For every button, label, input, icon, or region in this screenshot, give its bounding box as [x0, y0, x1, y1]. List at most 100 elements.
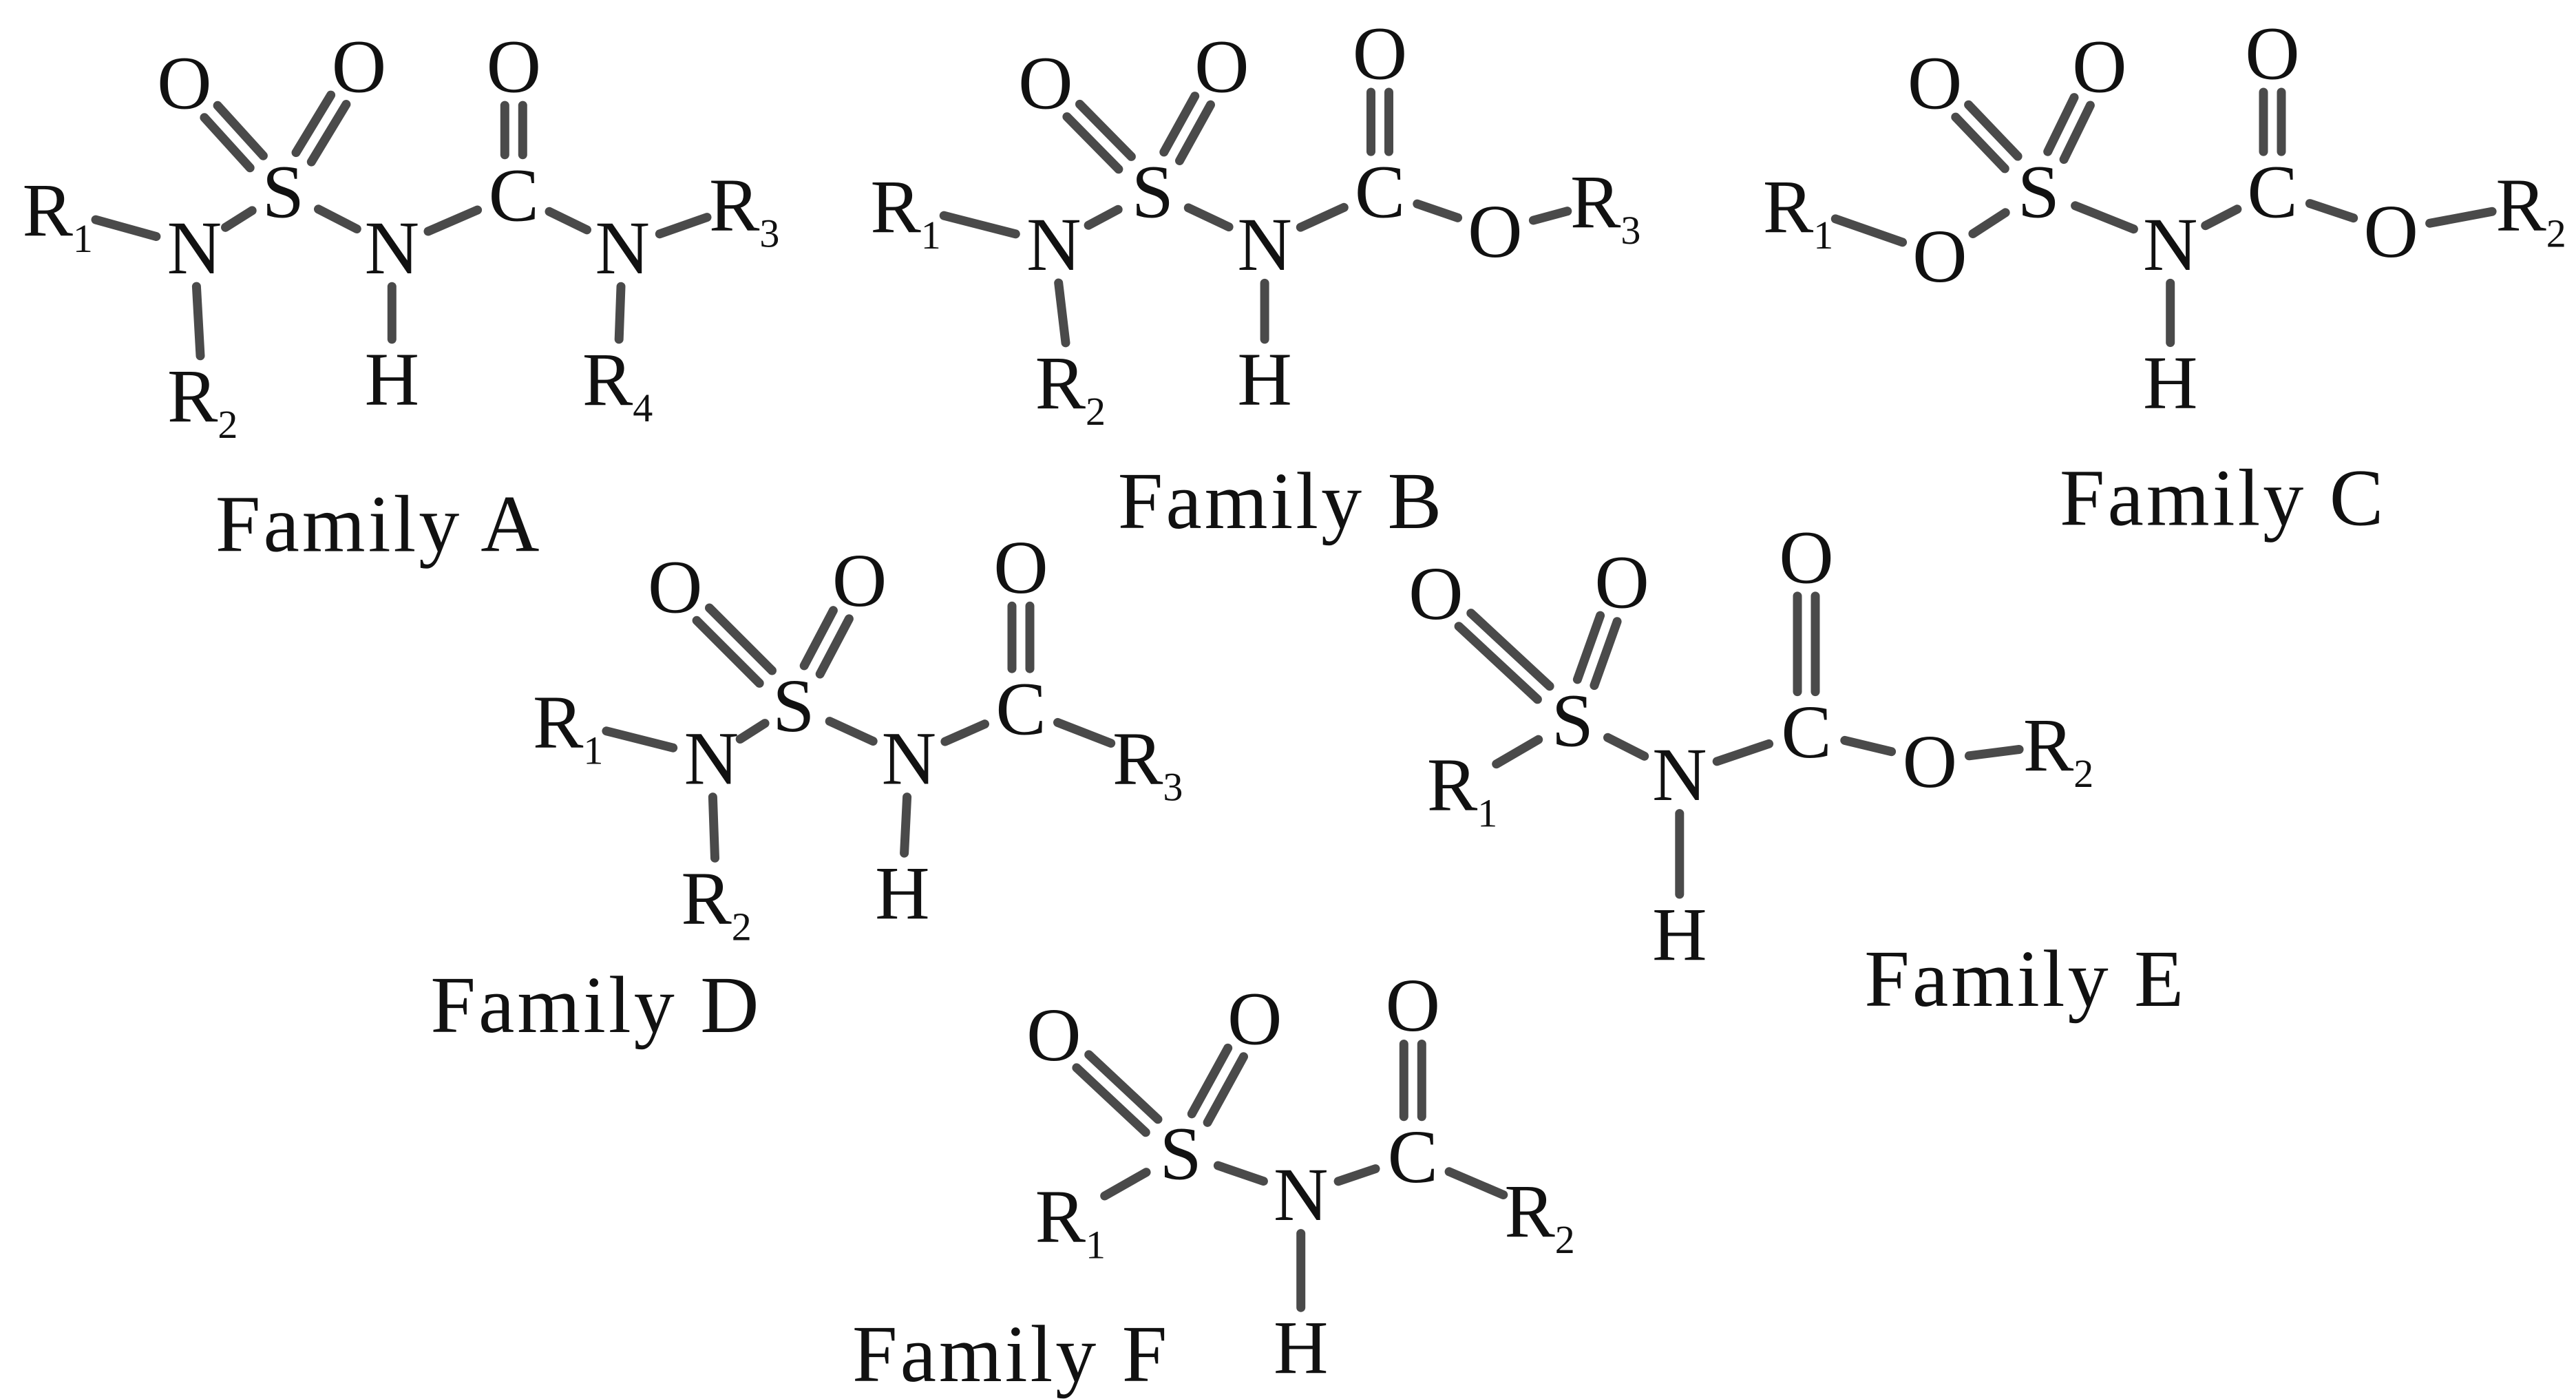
- single-bond-line: [545, 207, 591, 235]
- sulfur-atom-label: S: [1132, 150, 1174, 234]
- single-bond-line: [1968, 208, 2010, 238]
- nitrogen-atom-label: N: [365, 206, 419, 290]
- single-bond-line: [1084, 204, 1123, 230]
- single-bond-line: [939, 211, 1020, 239]
- single-bond-line: [1053, 717, 1116, 748]
- nitrogen-atom-label: N: [167, 206, 222, 290]
- oxygen-atom-label: O: [2072, 25, 2126, 109]
- nitrogen-atom-label: N: [1652, 733, 1707, 817]
- double-bond-line: [1187, 1043, 1233, 1119]
- double-bond-line: [692, 616, 764, 688]
- nitrogen-atom-label: N: [1237, 202, 1291, 286]
- double-bond-line: [1062, 112, 1123, 174]
- oxygen-atom-label: O: [1903, 719, 1957, 803]
- oxygen-atom-label: O: [2245, 12, 2299, 96]
- sulfur-atom-label: S: [262, 150, 304, 234]
- double-bond-line: [1072, 1063, 1150, 1137]
- r2-substituent-label: R2: [681, 856, 751, 949]
- carbon-atom-label: C: [1781, 690, 1831, 774]
- double-bond-line: [1590, 617, 1622, 691]
- single-bond-line: [191, 282, 205, 361]
- double-bond-line: [200, 113, 255, 173]
- subscript-label: 1: [583, 728, 603, 773]
- single-bond-line: [1213, 1161, 1268, 1186]
- single-bond-line: [1492, 735, 1543, 769]
- single-bond-line: [2305, 199, 2358, 223]
- carbon-atom-label: C: [2247, 150, 2297, 234]
- family-e-label: Family E: [1864, 934, 2186, 1024]
- oxygen-atom-label: O: [1594, 540, 1649, 624]
- subscript-label: 4: [633, 386, 653, 430]
- single-bond-line: [655, 213, 712, 239]
- double-bond-line: [2059, 101, 2095, 164]
- r2-substituent-label: R2: [2023, 703, 2093, 796]
- oxygen-atom-label: O: [487, 25, 541, 109]
- hydrogen-atom-label: H: [1274, 1306, 1328, 1390]
- hydrogen-atom-label: H: [1237, 337, 1291, 421]
- oxygen-atom-label: O: [1908, 41, 1962, 125]
- double-bond-line: [306, 100, 351, 167]
- double-bond-line: [291, 90, 336, 158]
- r3-substituent-label: R3: [1112, 716, 1183, 809]
- oxygen-atom-label: O: [993, 525, 1048, 609]
- single-bond-line: [221, 206, 257, 232]
- double-bond-line: [1203, 1052, 1248, 1127]
- double-bond-line: [1466, 609, 1554, 691]
- subscript-label: 1: [1477, 791, 1497, 836]
- double-bond-line: [213, 101, 268, 160]
- oxygen-atom-label: O: [1408, 551, 1463, 635]
- subscript-label: 2: [2546, 211, 2566, 256]
- sulfur-atom-label: S: [2018, 150, 2060, 234]
- subscript-label: 3: [759, 211, 779, 256]
- double-bond-line: [1964, 100, 2023, 161]
- oxygen-atom-label: O: [1018, 41, 1073, 125]
- oxygen-atom-label: O: [1386, 963, 1440, 1047]
- oxygen-atom-label: O: [648, 545, 702, 629]
- single-bond-line: [1964, 745, 2024, 761]
- double-bond-line: [1175, 100, 1215, 165]
- double-bond-line: [799, 606, 838, 671]
- single-bond-line: [735, 719, 770, 744]
- r3-substituent-label: R3: [709, 163, 779, 256]
- oxygen-atom-label: O: [1353, 12, 1407, 96]
- single-bond-line: [1444, 1167, 1508, 1199]
- single-bond-line: [2071, 201, 2138, 234]
- subscript-label: 3: [1620, 208, 1640, 253]
- family-c-label: Family C: [2060, 452, 2387, 543]
- sulfur-atom-label: S: [1160, 1111, 1202, 1195]
- double-bond-line: [815, 614, 854, 679]
- hydrogen-atom-label: H: [365, 337, 419, 421]
- oxygen-atom-label: O: [332, 25, 386, 109]
- double-bond-line: [1454, 622, 1542, 704]
- double-bond-line: [2043, 93, 2079, 156]
- single-bond-line: [314, 204, 361, 233]
- subscript-label: 3: [1163, 764, 1183, 809]
- carbon-atom-label: C: [1388, 1115, 1438, 1199]
- single-bond-line: [708, 792, 719, 863]
- oxygen-atom-label: O: [2363, 189, 2418, 273]
- oxygen-atom-label: O: [1194, 25, 1249, 109]
- r2-substituent-label: R2: [1504, 1169, 1574, 1262]
- oxygen-atom-label: O: [1026, 993, 1081, 1077]
- single-bond-line: [1296, 202, 1349, 232]
- r2-substituent-label: R2: [1035, 341, 1106, 434]
- double-bond-line: [1075, 99, 1136, 161]
- nitrogen-atom-label: N: [2143, 202, 2197, 286]
- r1-substituent-label: R1: [533, 680, 603, 773]
- sulfur-atom-label: S: [1552, 678, 1594, 762]
- subscript-label: 1: [1813, 213, 1833, 257]
- subscript-label: 2: [218, 402, 237, 447]
- oxygen-atom-label: O: [1227, 976, 1282, 1060]
- nitrogen-atom-label: N: [882, 716, 936, 800]
- single-bond-line: [614, 282, 626, 344]
- r1-substituent-label: R1: [1427, 743, 1497, 836]
- r1-substituent-label: R1: [1035, 1174, 1106, 1267]
- subscript-label: 2: [1555, 1217, 1575, 1262]
- double-bond-line: [1951, 112, 2009, 173]
- single-bond-line: [825, 717, 878, 746]
